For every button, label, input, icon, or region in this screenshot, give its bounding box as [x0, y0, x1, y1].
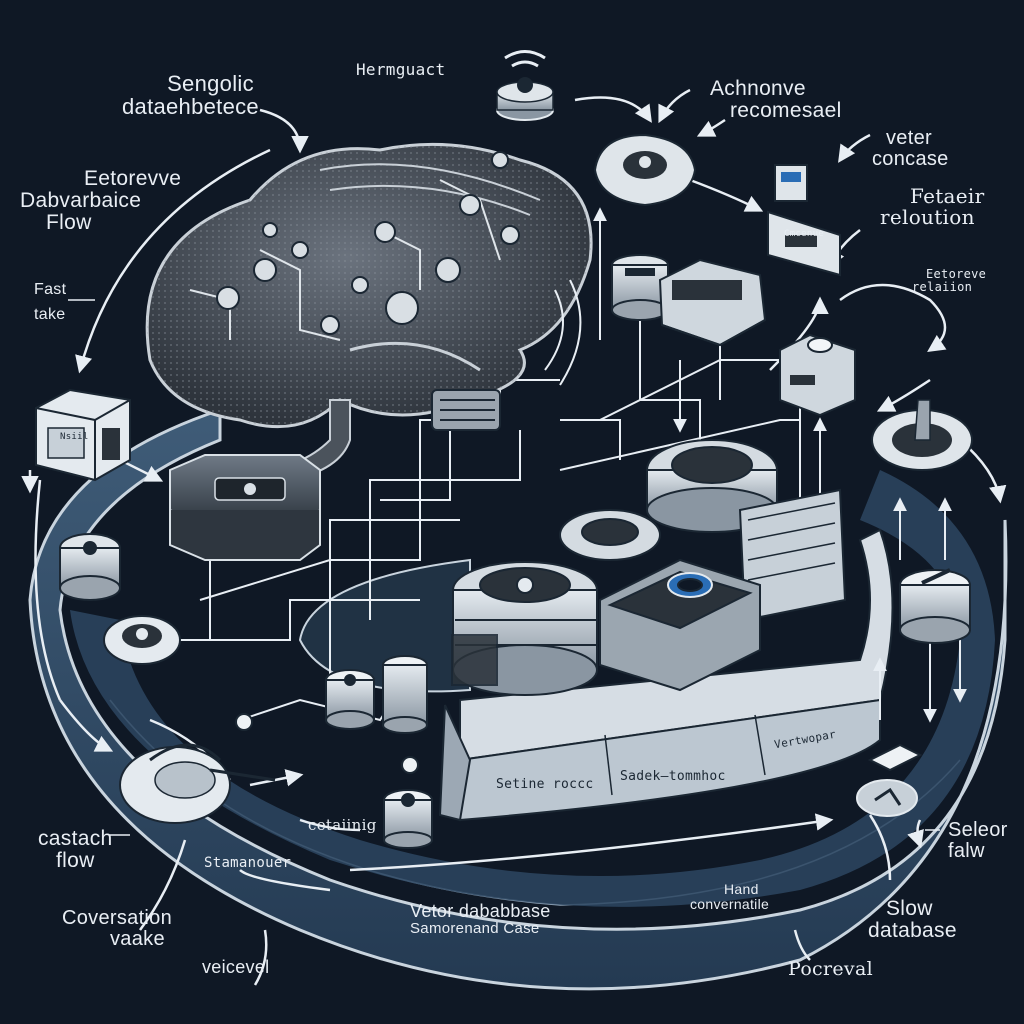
label-cetaiinig: cetaiinig: [308, 816, 377, 834]
gear-icon: [779, 333, 856, 417]
label-box-tag: Cmcenue: [784, 229, 825, 239]
label-veter: veter concase: [872, 127, 949, 170]
label-hand-conversation: Hand convernatile: [690, 881, 770, 912]
label-sadek: Sadek—tommhoc: [620, 769, 726, 784]
label-ticks: [68, 299, 940, 836]
database-icon: [611, 254, 669, 321]
inner-tray: [298, 528, 894, 822]
label-etaorouve: Eetoreve relaiion: [912, 267, 987, 294]
wifi-icon: [496, 50, 554, 121]
swirl-arrow-icon: [119, 743, 276, 824]
brain-icon: [145, 142, 593, 482]
label-fetaeir: Fetaeir reloution: [880, 184, 985, 229]
central-machine: [451, 439, 847, 696]
label-sengolic: Sengolic dataehbetece: [122, 71, 259, 120]
label-slow-database: Slow database: [868, 897, 957, 943]
label-stamanouer: Stamanouer: [204, 855, 292, 871]
node-cluster: [593, 133, 973, 471]
joystick-icon: [871, 399, 973, 471]
achnonve-node: [593, 133, 697, 207]
label-vetor-database: Vetor dababbase Samorenand Case: [410, 901, 551, 937]
label-hermguact: Hermguact: [356, 60, 446, 79]
cylinder-icon: [59, 533, 121, 601]
brain-base: [169, 454, 321, 561]
processing-box: [658, 258, 767, 347]
monitor-icon: [774, 164, 808, 202]
label-achnonve: Achnonve recomesael: [710, 77, 842, 123]
fetaeir-box: [767, 210, 841, 277]
right-cylinder: [899, 568, 971, 644]
label-veicevel: veicevel: [202, 957, 270, 977]
left-dial: [103, 615, 181, 665]
cube-icon: [35, 388, 131, 482]
label-cube-tag: Nsiil: [60, 432, 89, 442]
arrow-icon: [856, 743, 923, 817]
label-setine-rocc: Setine roccc: [496, 777, 594, 792]
label-dabvarbaice-flow: Eetorevve Dabvarbaice Flow: [20, 167, 182, 235]
label-selector-flow: Seleor falw: [948, 819, 1008, 862]
label-pocreval: Pocreval: [788, 958, 873, 980]
label-fast-take: Fast take: [34, 281, 67, 323]
label-castach-flow: castach flow: [38, 827, 113, 873]
label-conversation: Coversation vaake: [62, 907, 173, 950]
small-cylinders: [235, 655, 433, 849]
